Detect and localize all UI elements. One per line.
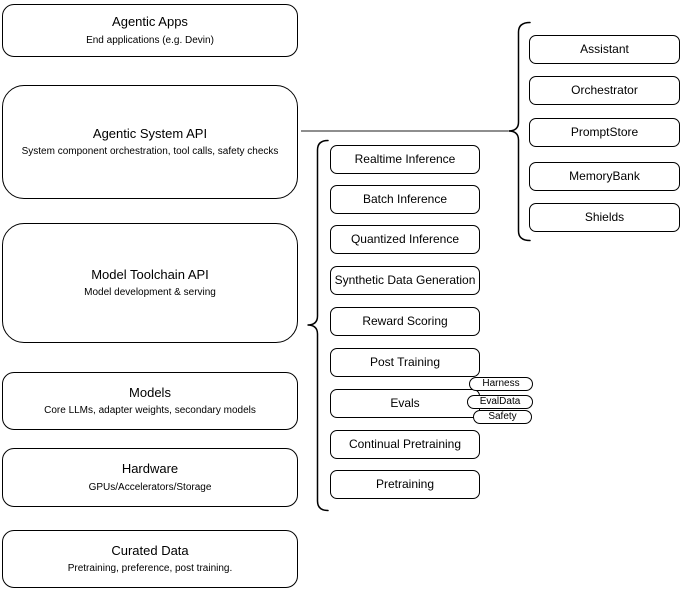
toolchain-item-label: Pretraining [375,477,435,492]
toolchain-item-synthetic-data-generation: Synthetic Data Generation [330,266,480,295]
system-component-shields: Shields [529,203,680,232]
stack-box-title: Models [129,384,171,400]
toolchain-item-label: Synthetic Data Generation [334,273,476,288]
evals-tag-label: EvalData [479,396,521,407]
stack-box-title: Model Toolchain API [91,266,209,282]
stack-box-title: Agentic System API [92,125,208,141]
toolchain-item-label: Post Training [369,355,441,370]
toolchain-brace [307,139,329,512]
stack-box-title: Hardware [121,461,179,477]
stack-box-curated-data: Curated Data Pretraining, preference, po… [2,530,298,588]
stack-box-models: Models Core LLMs, adapter weights, secon… [2,372,298,430]
stack-box-agentic-apps: Agentic Apps End applications (e.g. Devi… [2,4,298,57]
evals-tag-label: Safety [488,411,517,422]
toolchain-item-continual-pretraining: Continual Pretraining [330,430,480,459]
stack-box-subtitle: Model development & serving [84,287,216,299]
stack-box-subtitle: System component orchestration, tool cal… [21,146,279,158]
system-component-label: Shields [584,210,625,225]
toolchain-item-realtime-inference: Realtime Inference [330,145,480,174]
system-component-orchestrator: Orchestrator [529,76,680,105]
system-component-label: PromptStore [570,125,639,140]
stack-box-agentic-system-api: Agentic System API System component orch… [2,85,298,199]
toolchain-item-label: Batch Inference [362,192,448,207]
toolchain-item-label: Quantized Inference [350,232,460,247]
toolchain-item-label: Continual Pretraining [348,437,462,452]
evals-tag-safety: Safety [473,410,532,424]
stack-box-subtitle: GPUs/Accelerators/Storage [88,481,212,493]
toolchain-item-batch-inference: Batch Inference [330,185,480,214]
stack-box-model-toolchain-api: Model Toolchain API Model development & … [2,223,298,343]
stack-box-title: Agentic Apps [112,14,188,30]
evals-tag-label: Harness [482,378,520,389]
toolchain-item-evals: Evals [330,389,480,418]
system-component-label: MemoryBank [569,169,640,184]
stack-box-subtitle: Pretraining, preference, post training. [67,563,233,575]
stack-box-subtitle: Core LLMs, adapter weights, secondary mo… [44,405,256,417]
system-component-label: Assistant [580,42,629,57]
toolchain-item-label: Reward Scoring [362,314,448,329]
stack-box-hardware: Hardware GPUs/Accelerators/Storage [2,448,298,507]
toolchain-item-post-training: Post Training [330,348,480,377]
system-component-promptstore: PromptStore [529,118,680,147]
toolchain-item-pretraining: Pretraining [330,470,480,499]
toolchain-item-reward-scoring: Reward Scoring [330,307,480,336]
evals-tag-harness: Harness [469,377,533,391]
system-components-brace [508,21,531,242]
evals-tag-evaldata: EvalData [467,395,533,409]
stack-box-title: Curated Data [111,542,189,558]
system-component-memorybank: MemoryBank [529,162,680,191]
system-component-label: Orchestrator [571,83,638,98]
system-component-assistant: Assistant [529,35,680,64]
toolchain-item-label: Evals [390,396,420,411]
toolchain-item-quantized-inference: Quantized Inference [330,225,480,254]
stack-box-subtitle: End applications (e.g. Devin) [86,34,214,46]
toolchain-item-label: Realtime Inference [354,152,456,167]
